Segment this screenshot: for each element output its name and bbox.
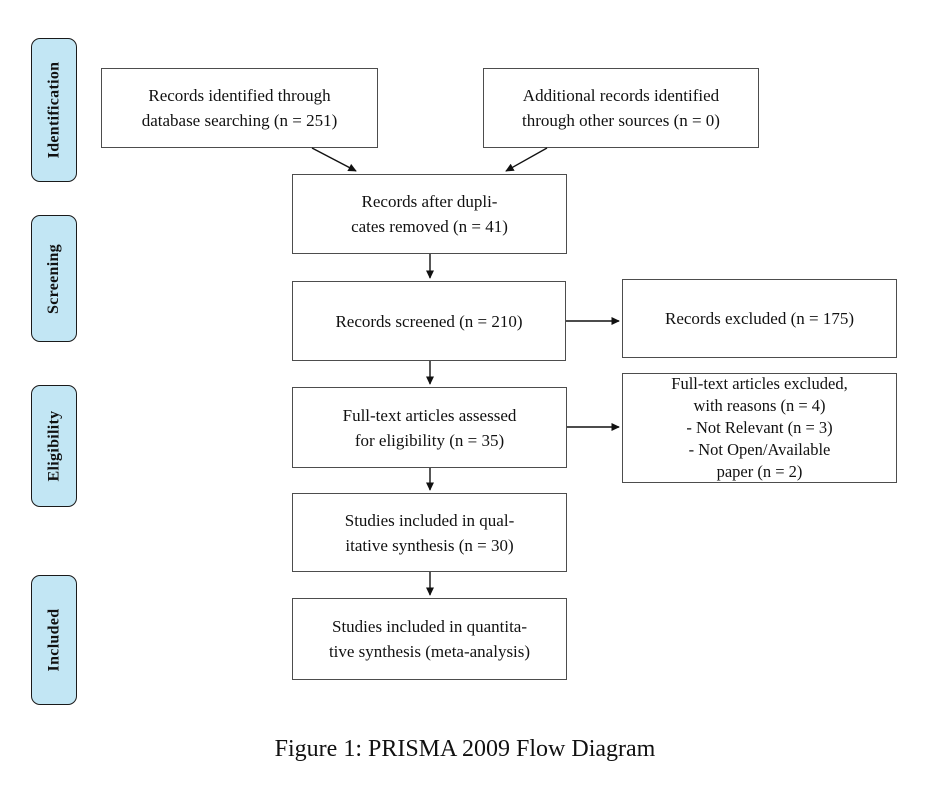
box-duplicates-removed: Records after dupli- cates removed (n = … [292,174,567,254]
box-text-line: Records after dupli- [361,192,498,211]
box-text-line: through other sources (n = 0) [522,111,720,130]
box-text-line: for eligibility (n = 35) [354,430,505,450]
arrow-additional-to-duplicates [505,147,548,172]
box-records-screened: Records screened (n = 210) [292,281,566,361]
box-text-line: with reasons (n = 4) [693,396,826,415]
arrow-identified-to-duplicates [311,147,357,172]
box-text-line: cates removed (n = 41) [351,217,508,236]
box-text-line: Full-text articles assessed [342,405,517,425]
box-fulltext-assessed: Full-text articles assessed for eligibil… [292,387,567,468]
box-text-line: - Not Open/Available [688,440,831,459]
phase-label-text: Identification [45,61,62,159]
box-text-line: - Not Relevant (n = 3) [686,418,833,437]
phase-label-text: Included [45,608,62,672]
phase-label-text: Eligibility [45,410,62,482]
box-text-line: paper (n = 2) [716,462,803,481]
box-text-line: Additional records identified [522,86,720,105]
box-text-line: database searching (n = 251) [141,111,338,130]
phase-label-text: Screening [45,243,62,314]
phase-label-identification: Identification [31,38,77,182]
box-text-line: Full-text articles excluded, [671,374,848,393]
box-quantitative-synthesis: Studies included in quantita- tive synth… [292,598,567,680]
box-text-line: Records excluded (n = 175) [665,309,854,328]
box-text-line: tive synthesis (meta-analysis) [328,642,531,661]
box-qualitative-synthesis: Studies included in qual- itative synthe… [292,493,567,572]
phase-label-eligibility: Eligibility [31,385,77,507]
box-text-line: Records screened (n = 210) [335,311,523,331]
box-additional-records: Additional records identified through ot… [483,68,759,148]
box-text-line: Records identified through [148,86,331,105]
box-text-line: itative synthesis (n = 30) [345,535,514,555]
box-records-excluded: Records excluded (n = 175) [622,279,897,358]
box-records-identified: Records identified through database sear… [101,68,378,148]
figure-caption: Figure 1: PRISMA 2009 Flow Diagram [274,736,656,762]
phase-label-screening: Screening [31,215,77,342]
box-text-line: Studies included in qual- [344,510,515,530]
phase-label-included: Included [31,575,77,705]
box-fulltext-excluded: Full-text articles excluded, with reason… [622,373,897,483]
box-text-line: Studies included in quantita- [332,617,527,636]
